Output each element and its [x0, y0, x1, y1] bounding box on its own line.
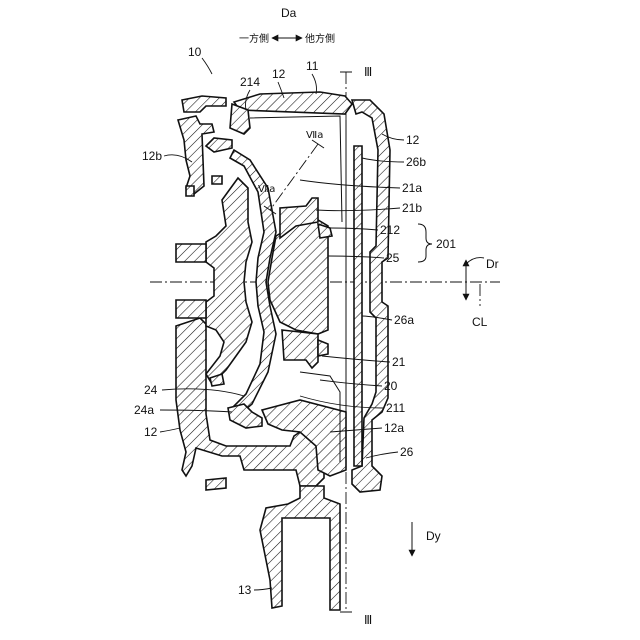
dr-label: Dr: [486, 257, 499, 271]
view-mark-lower: Ⅶa: [258, 184, 275, 195]
direction-indicator-dr: Dr CL: [466, 257, 499, 329]
label-25: 25: [386, 251, 400, 265]
label-12b: 12b: [142, 149, 162, 163]
lead-10: [202, 58, 212, 74]
cl-label: CL: [472, 315, 488, 329]
section-mark-top: Ⅲ: [364, 65, 372, 79]
left-block-lower: [176, 300, 206, 318]
left-block-upper: [176, 244, 206, 262]
view-tick-upper: [312, 140, 324, 148]
one-side-label: 一方側: [239, 32, 269, 45]
part-11-top-cover: [234, 92, 352, 114]
label-21b: 21b: [402, 201, 422, 215]
part-21-holder-lower: [282, 330, 318, 368]
part-13-bracket: [260, 486, 340, 610]
lead-20: [320, 380, 382, 386]
part-12b-top-clip: [182, 96, 226, 112]
part-24-hook: [228, 404, 262, 428]
label-11: 11: [306, 59, 319, 73]
label-13: 13: [238, 583, 252, 597]
dr-lead: [466, 258, 484, 264]
section-mark-bottom: Ⅲ: [364, 613, 372, 627]
label-12a: 12a: [384, 421, 404, 435]
lead-11: [312, 74, 317, 94]
lead-12-left: [160, 428, 180, 432]
label-26: 26: [400, 445, 414, 459]
part-212-flange-low: [318, 340, 328, 356]
label-26a: 26a: [394, 313, 414, 327]
other-side-label: 他方側: [305, 32, 335, 45]
detached-bit-1: [206, 478, 226, 490]
label-21a: 21a: [402, 181, 422, 195]
left-tab-top: [206, 138, 232, 152]
left-tab-small: [212, 176, 222, 184]
part-26-inner-wall: [354, 146, 362, 466]
label-211: 211: [386, 401, 405, 415]
label-24: 24: [144, 383, 158, 397]
label-12-right: 12: [406, 133, 420, 147]
label-12-left: 12: [144, 425, 158, 439]
part-12b-left-rib: [178, 116, 214, 194]
direction-indicator-da: Da 一方側 他方側: [239, 6, 335, 45]
brace-201: [418, 224, 432, 262]
label-12-top: 12: [272, 67, 286, 81]
part-12-corrugated-wall: [206, 178, 252, 384]
lead-13: [254, 588, 272, 590]
part-212-flange: [318, 224, 332, 238]
part-25-lens: [268, 220, 328, 334]
label-10: 10: [188, 45, 202, 59]
label-24a: 24a: [134, 403, 154, 417]
detached-bit-2: [186, 186, 194, 196]
label-214: 214: [240, 75, 260, 89]
dy-label: Dy: [426, 529, 441, 543]
direction-indicator-dy: Dy: [412, 522, 441, 556]
da-label: Da: [281, 6, 297, 20]
label-20: 20: [384, 379, 398, 393]
label-26b: 26b: [406, 155, 426, 169]
label-212: 212: [380, 223, 400, 237]
label-21: 21: [392, 355, 406, 369]
view-mark-upper: Ⅶa: [306, 130, 323, 141]
label-201: 201: [436, 237, 456, 251]
